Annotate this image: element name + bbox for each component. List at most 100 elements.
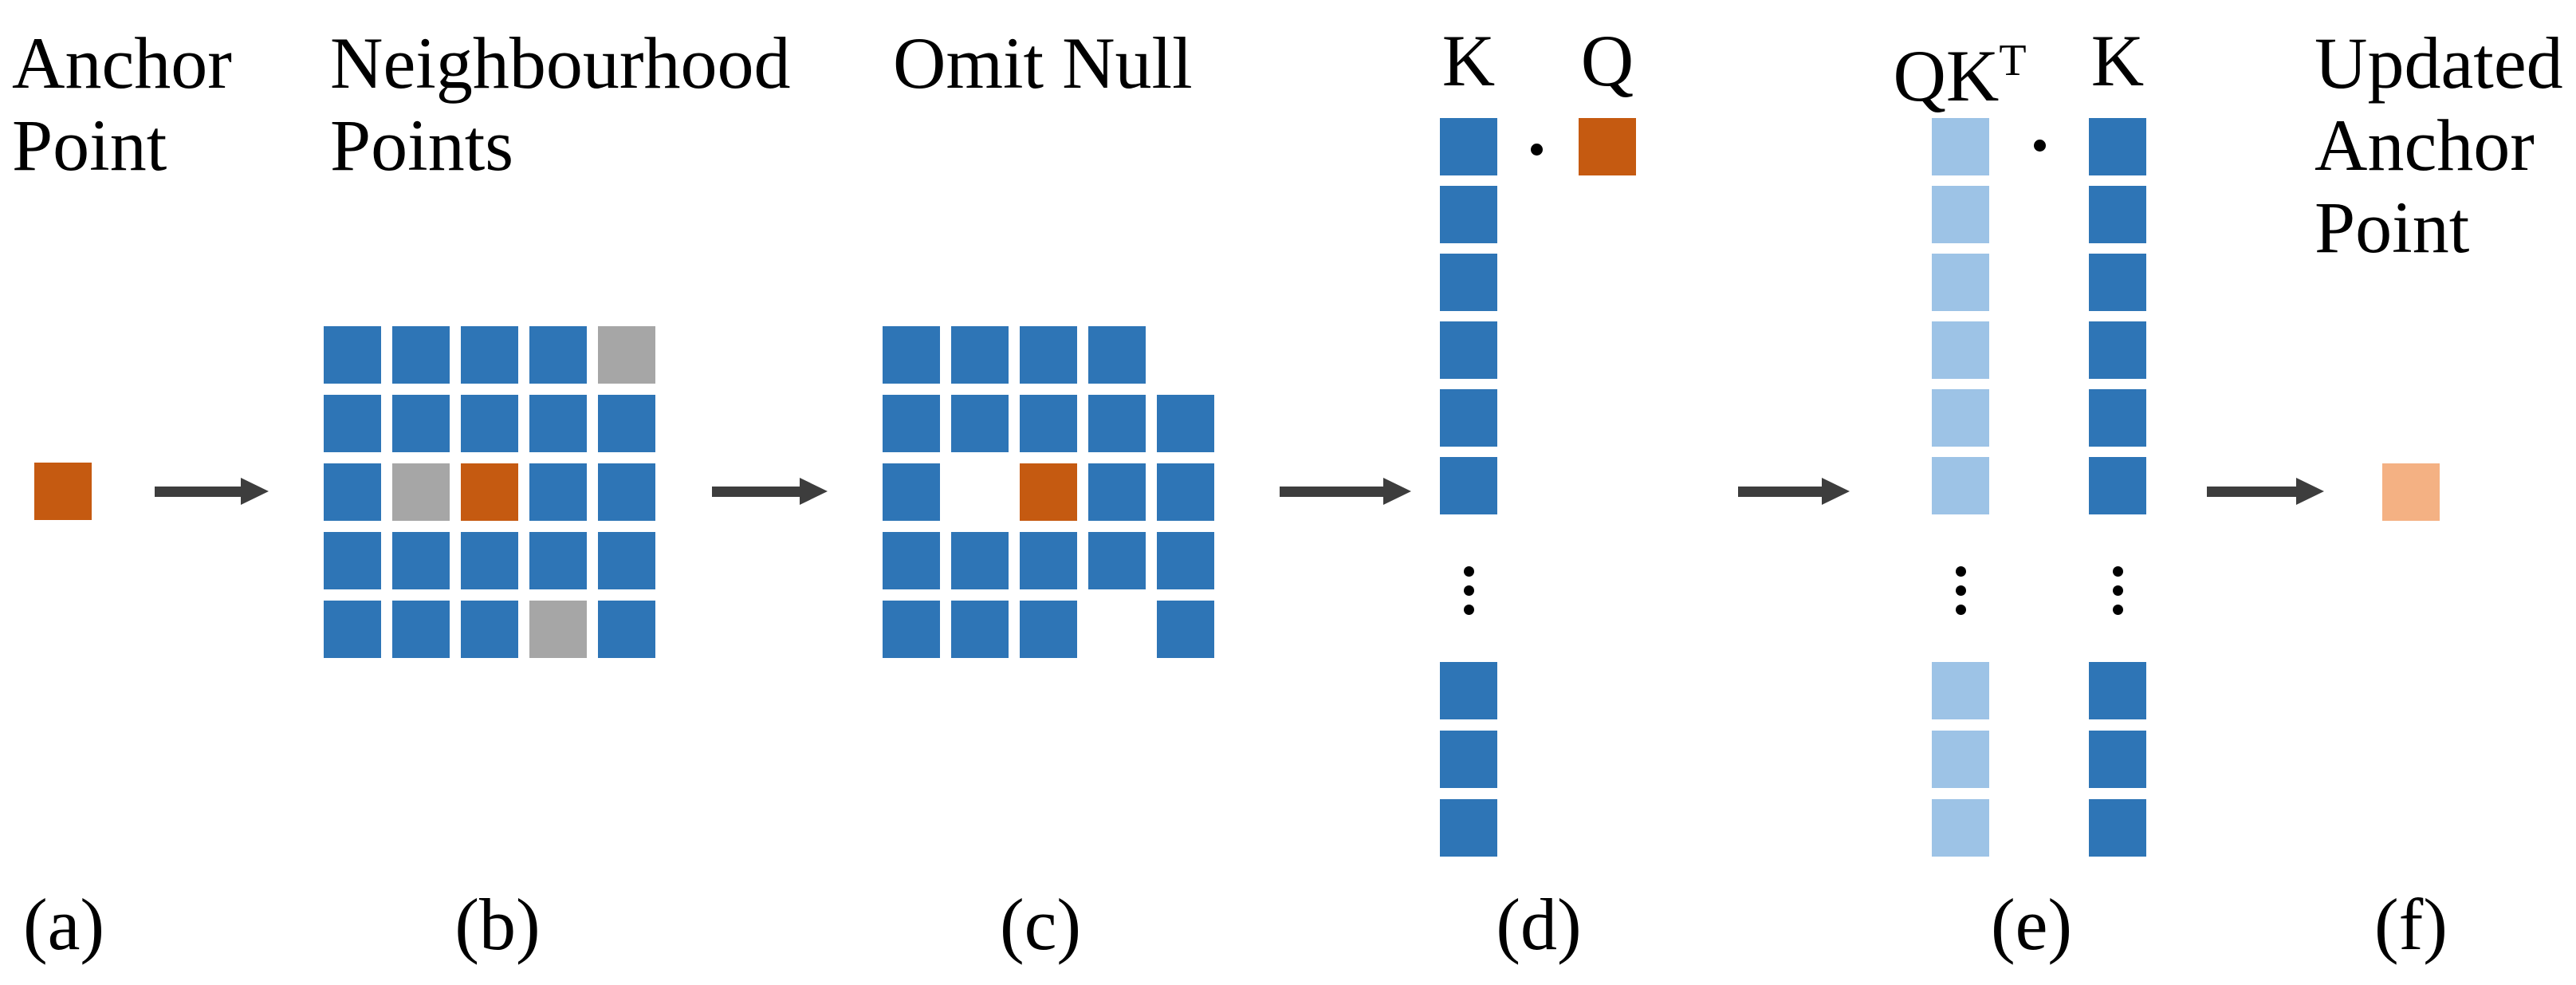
blue-cell: [461, 532, 518, 589]
blue-cell: [324, 326, 381, 384]
qkt-label-e: QKT: [1864, 20, 2055, 117]
blue-cell: [1440, 186, 1497, 243]
caption-c: (c): [999, 884, 1082, 965]
blue-cell: [529, 463, 587, 521]
blue-cell: [392, 395, 450, 452]
k-label-d: K: [1441, 20, 1496, 101]
light-blue-cell: [1932, 254, 1989, 311]
qkt-column-top: [1932, 118, 1989, 514]
right-arrow-icon: [712, 487, 800, 497]
right-arrow-icon: [2207, 487, 2296, 497]
blue-cell: [1440, 731, 1497, 788]
blue-cell: [883, 532, 940, 589]
light-blue-cell: [1932, 799, 1989, 857]
gray-cell: [598, 326, 655, 384]
gray-cell: [392, 463, 450, 521]
orange-cell: [1579, 118, 1636, 175]
blue-cell: [598, 463, 655, 521]
blue-cell: [2089, 118, 2146, 175]
blue-cell: [2089, 662, 2146, 719]
blue-cell: [883, 601, 940, 658]
k-label-e: K: [2090, 20, 2145, 101]
blue-cell: [598, 601, 655, 658]
omit-null-grid: [883, 326, 1214, 658]
right-arrow-head-icon: [800, 478, 828, 505]
k-column-top: [1440, 118, 1497, 514]
blue-cell: [1157, 463, 1214, 521]
blue-cell: [1440, 662, 1497, 719]
right-arrow-head-icon: [2296, 478, 2324, 505]
empty-cell: [1157, 326, 1214, 384]
blue-cell: [324, 601, 381, 658]
blue-cell: [2089, 254, 2146, 311]
updated-anchor-point-title: Updated Anchor Point: [2314, 22, 2563, 268]
blue-cell: [598, 395, 655, 452]
light-blue-cell: [1932, 731, 1989, 788]
blue-cell: [1088, 463, 1146, 521]
blue-cell: [1440, 389, 1497, 447]
blue-cell: [1020, 326, 1077, 384]
blue-cell: [529, 326, 587, 384]
blue-cell: [461, 601, 518, 658]
blue-cell: [2089, 186, 2146, 243]
empty-cell: [951, 463, 1009, 521]
vertical-ellipsis-icon: [1464, 566, 1474, 615]
ellipsis-dot: [1464, 585, 1474, 596]
ellipsis-dot: [2113, 585, 2123, 596]
ellipsis-dot: [2113, 605, 2123, 615]
blue-cell: [1088, 532, 1146, 589]
blue-cell: [324, 395, 381, 452]
blue-cell: [1440, 254, 1497, 311]
omit-null-title: Omit Null: [893, 22, 1193, 104]
ellipsis-dot: [1956, 566, 1966, 577]
k-column-bottom: [1440, 662, 1497, 857]
q-label-d: Q: [1580, 20, 1634, 101]
ellipsis-dot: [1464, 605, 1474, 615]
blue-cell: [392, 326, 450, 384]
blue-cell: [1020, 532, 1077, 589]
blue-cell: [2089, 321, 2146, 379]
blue-cell: [392, 601, 450, 658]
blue-cell: [1157, 532, 1214, 589]
blue-cell: [1157, 601, 1214, 658]
updated-anchor-point-square: [2382, 463, 2440, 521]
qkt-label-superscript: T: [1999, 36, 2027, 85]
qkt-column-bottom: [1932, 662, 1989, 857]
neighbourhood-grid: [324, 326, 655, 658]
blue-cell: [1440, 457, 1497, 514]
right-arrow-head-icon: [1822, 478, 1850, 505]
light-blue-cell: [1932, 321, 1989, 379]
blue-cell: [2089, 731, 2146, 788]
dot-product-icon: [2034, 140, 2046, 152]
right-arrow-icon: [155, 487, 241, 497]
e-k-column-top: [2089, 118, 2146, 514]
qkt-label-base: QK: [1893, 35, 2000, 116]
right-arrow-head-icon: [241, 478, 269, 505]
blue-cell: [883, 395, 940, 452]
e-k-column-bottom: [2089, 662, 2146, 857]
blue-cell: [529, 532, 587, 589]
q-square: [1579, 118, 1636, 175]
light-orange-cell: [2382, 463, 2440, 521]
blue-cell: [951, 601, 1009, 658]
blue-cell: [598, 532, 655, 589]
caption-b: (b): [454, 884, 541, 965]
orange-cell: [34, 463, 92, 520]
caption-a: (a): [22, 884, 105, 965]
dot-product-icon: [1531, 144, 1543, 156]
right-arrow-head-icon: [1383, 478, 1411, 505]
blue-cell: [461, 395, 518, 452]
blue-cell: [392, 532, 450, 589]
empty-cell: [1088, 601, 1146, 658]
caption-f: (f): [2374, 884, 2448, 965]
gray-cell: [529, 601, 587, 658]
ellipsis-dot: [2113, 566, 2123, 577]
vertical-ellipsis-icon: [1956, 566, 1966, 615]
caption-e: (e): [1990, 884, 2073, 965]
blue-cell: [1157, 395, 1214, 452]
right-arrow-icon: [1280, 487, 1383, 497]
ellipsis-dot: [1956, 585, 1966, 596]
blue-cell: [883, 326, 940, 384]
orange-cell: [1020, 463, 1077, 521]
blue-cell: [1088, 326, 1146, 384]
